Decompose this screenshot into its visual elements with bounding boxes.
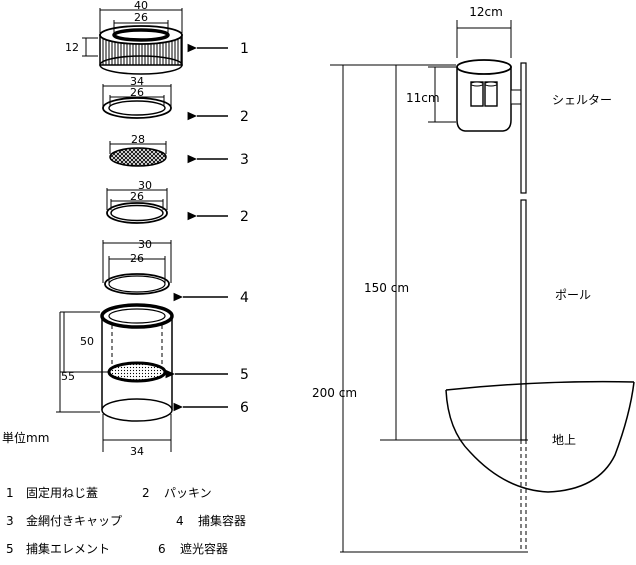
ground — [380, 380, 635, 493]
shelter-width-label: 12cm — [469, 5, 503, 19]
part-2b-dim-inner: 26 — [130, 190, 144, 203]
part-1-dim-height: 12 — [65, 41, 79, 54]
part-2-gasket-upper — [102, 84, 172, 119]
part-1-dim-outer: 40 — [134, 0, 148, 12]
part-5-collection-element — [60, 311, 167, 383]
shelter-width-dim — [456, 20, 512, 58]
pole — [520, 62, 527, 552]
legend-name-6: 遮光容器 — [180, 541, 228, 556]
part-1-screw-lid — [99, 25, 183, 75]
legend-num-4: 4 — [176, 514, 184, 528]
pole-label: ポール — [555, 288, 591, 302]
part-1-dimensions — [82, 8, 183, 57]
legend: 1 固定用ねじ蓋 2 パッキン 3 金網付きキャップ 4 捕集容器 5 捕集エレ… — [6, 485, 246, 556]
part-4-collection-container — [100, 240, 174, 410]
legend-name-2: パッキン — [164, 486, 212, 500]
part-1-dim-inner: 26 — [134, 11, 148, 24]
part-2a-dim-outer: 34 — [130, 75, 144, 88]
part-5-dim: 50 — [80, 335, 94, 348]
part-2b-number: 2 — [240, 209, 249, 225]
part-6-number: 6 — [240, 400, 249, 416]
part-2a-number: 2 — [240, 109, 249, 125]
part-4-dim-outer: 30 — [138, 238, 152, 251]
legend-name-5: 捕集エレメント — [26, 541, 110, 556]
shelter-height-label: 11cm — [406, 91, 440, 105]
legend-name-3: 金網付きキャップ — [26, 513, 122, 528]
part-3-mesh-cap — [109, 141, 167, 167]
shelter — [456, 59, 522, 132]
part-3-number: 3 — [240, 152, 249, 168]
height-150-label: 150 cm — [364, 281, 409, 295]
unit-label: 単位mm — [2, 430, 49, 445]
part-1-number: 1 — [240, 41, 249, 57]
shelter-label: シェルター — [552, 93, 612, 107]
height-dimension-lines — [330, 64, 528, 553]
legend-name-4: 捕集容器 — [198, 513, 246, 528]
legend-name-1: 固定用ねじ蓋 — [26, 485, 98, 500]
part-2-gasket-lower — [106, 188, 168, 224]
part-2b-dim-outer: 30 — [138, 179, 152, 192]
part-5-number: 5 — [240, 367, 249, 383]
ground-label: 地上 — [552, 433, 576, 447]
height-200-label: 200 cm — [312, 386, 357, 400]
part-6-dim-width: 34 — [130, 445, 144, 458]
legend-num-1: 1 — [6, 486, 14, 500]
part-4-number: 4 — [240, 290, 249, 306]
part-2a-dim-inner: 26 — [130, 86, 144, 99]
part-3-dim: 28 — [131, 133, 145, 146]
part-6-light-shield-container — [56, 312, 173, 452]
shelter-height-dim — [428, 66, 456, 123]
legend-num-5: 5 — [6, 542, 14, 556]
part-4-dim-inner: 26 — [130, 252, 144, 265]
legend-num-2: 2 — [142, 486, 150, 500]
legend-num-6: 6 — [158, 542, 166, 556]
legend-num-3: 3 — [6, 514, 14, 528]
part-6-dim-height: 55 — [61, 370, 75, 383]
